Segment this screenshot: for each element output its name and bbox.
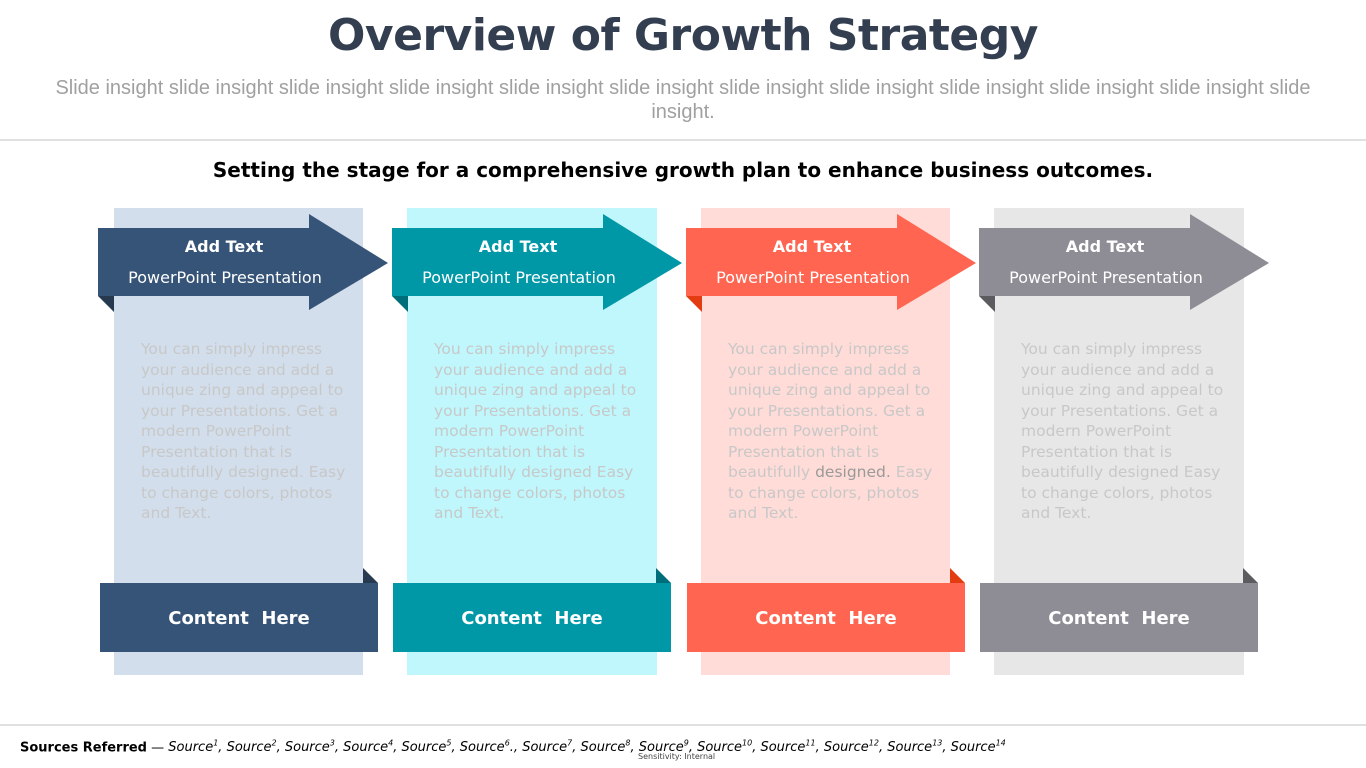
body-text-emphasis: designed.	[815, 463, 891, 481]
arrow-heading: Add Text	[184, 237, 264, 256]
content-tab-label: Content Here	[1048, 608, 1190, 629]
source-reference: Source10,	[697, 739, 761, 756]
source-reference: Source3,	[284, 739, 344, 756]
arrow-shape	[98, 214, 388, 312]
content-tab: Content Here	[100, 568, 378, 652]
source-reference: Source11,	[760, 739, 824, 756]
column-body-text: You can simply impress your audience and…	[1021, 339, 1233, 524]
source-reference: Source7,	[522, 739, 581, 756]
body-text-rest: Easy to change colors, photos and Text.	[728, 463, 933, 522]
sources-referred: Sources Referred — Source1, Source2, Sou…	[20, 739, 1006, 755]
arrow-heading: Add Text	[772, 237, 852, 256]
source-reference: Source9,	[638, 739, 698, 756]
arrow-heading: Add Text	[478, 237, 558, 256]
body-text-main: You can simply impress your audience and…	[728, 340, 931, 481]
content-tab: Content Here	[687, 568, 965, 652]
content-tab-shape	[687, 568, 965, 652]
content-tab: Content Here	[393, 568, 671, 652]
slide-tagline: Setting the stage for a comprehensive gr…	[212, 158, 1154, 182]
arrow-subheading: PowerPoint Presentation	[128, 268, 322, 287]
body-text-main: You can simply impress your audience and…	[434, 340, 637, 522]
source-reference: Source5,	[401, 739, 460, 756]
content-tab-shape	[100, 568, 378, 652]
sensitivity-label: Sensitivity: Internal	[638, 752, 716, 761]
slide-insight: Slide insight slide insight slide insigh…	[55, 77, 1311, 123]
sources-list: Source1, Source2, Source3, Source4, Sour…	[168, 739, 1006, 756]
footer-divider	[0, 724, 1366, 726]
source-reference: Source8,	[580, 739, 639, 756]
content-tab-label: Content Here	[168, 608, 310, 629]
content-tab-label: Content Here	[755, 608, 897, 629]
source-reference: Source14	[950, 739, 1006, 756]
arrow-shape	[979, 214, 1269, 312]
source-reference: Source13,	[887, 739, 951, 756]
column-body-text: You can simply impress your audience and…	[728, 339, 940, 524]
arrow-subheading: PowerPoint Presentation	[1009, 268, 1203, 287]
arrow-shape	[686, 214, 976, 312]
arrow-subheading: PowerPoint Presentation	[422, 268, 616, 287]
source-reference: Source2,	[226, 739, 285, 756]
content-tab-label: Content Here	[461, 608, 603, 629]
source-reference: Source12,	[823, 739, 888, 756]
slide-title: Overview of Growth Strategy	[328, 10, 1038, 61]
content-tab: Content Here	[980, 568, 1258, 652]
source-reference: Source4,	[343, 739, 402, 756]
sources-label: Sources Referred	[20, 740, 147, 756]
arrow-subheading: PowerPoint Presentation	[716, 268, 910, 287]
header-divider	[0, 139, 1366, 141]
body-text-main: You can simply impress your audience and…	[1021, 340, 1224, 522]
content-tab-shape	[980, 568, 1258, 652]
column-body-text: You can simply impress your audience and…	[434, 339, 646, 524]
sources-separator: —	[147, 740, 169, 756]
content-tab-shape	[393, 568, 671, 652]
source-reference: Source6.,	[459, 739, 523, 756]
arrow-heading: Add Text	[1065, 237, 1145, 256]
arrow-shape	[392, 214, 682, 312]
column-body-text: You can simply impress your audience and…	[141, 339, 353, 524]
body-text-main: You can simply impress your audience and…	[141, 340, 346, 522]
source-reference: Source1,	[168, 739, 227, 756]
